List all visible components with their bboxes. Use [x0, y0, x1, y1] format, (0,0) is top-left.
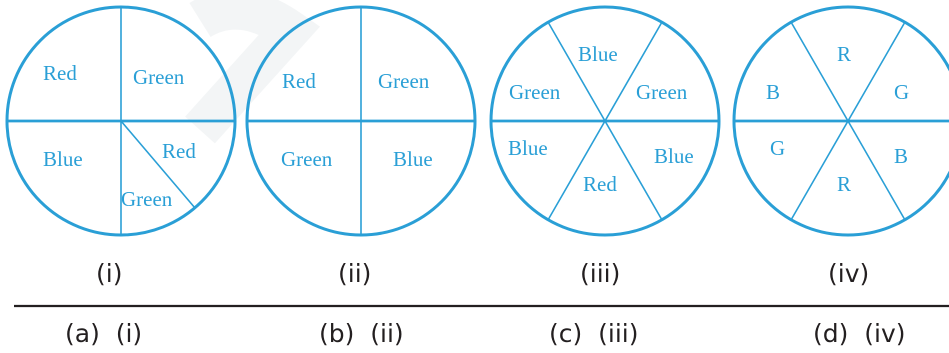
option-b[interactable]: (b) (ii) — [319, 319, 404, 348]
spinner-i-label-3: Blue — [43, 147, 83, 171]
spinner-i-diagonal-divider — [120, 120, 196, 209]
spinner-iii-label-2: Green — [509, 80, 561, 104]
caption-i: (i) — [96, 259, 122, 288]
spinner-iv-label-2: B — [766, 80, 780, 104]
spinner-iii-label-1: Blue — [578, 42, 618, 66]
spinner-ii-label-4: Blue — [393, 147, 433, 171]
spinner-captions: (i) (ii) (iii) (iv) — [96, 259, 869, 288]
spinner-ii-label-3: Green — [281, 147, 333, 171]
spinner-iv: R B G G B R — [732, 5, 949, 237]
spinner-iv-label-1: R — [837, 42, 851, 66]
answer-options: (a) (i) (b) (ii) (c) (iii) (d) (iv) — [65, 319, 906, 348]
spinner-ii-label-2: Green — [378, 69, 430, 93]
spinner-iii: Blue Green Green Blue Blue Red — [489, 5, 721, 237]
spinner-iv-label-3: G — [894, 80, 909, 104]
spinner-i-label-5: Green — [121, 187, 173, 211]
spinner-iv-label-4: G — [770, 136, 785, 160]
caption-iv: (iv) — [828, 259, 869, 288]
spinner-ii-label-1: Red — [282, 69, 316, 93]
option-d[interactable]: (d) (iv) — [813, 319, 906, 348]
spinner-iv-label-6: R — [837, 172, 851, 196]
spinner-i-label-4: Red — [162, 139, 196, 163]
spinner-ii: Red Green Green Blue — [245, 5, 477, 237]
spinner-iii-diagonal-divider-b — [547, 21, 663, 221]
watermark — [185, 0, 320, 144]
spinner-iv-diagonal-divider-b — [790, 21, 906, 221]
caption-iii: (iii) — [580, 259, 620, 288]
spinner-iv-label-5: B — [894, 144, 908, 168]
spinner-iii-label-6: Red — [583, 172, 617, 196]
spinner-i-label-2: Green — [133, 65, 185, 89]
spinner-iii-label-3: Green — [636, 80, 688, 104]
option-a[interactable]: (a) (i) — [65, 319, 142, 348]
spinner-i-label-1: Red — [43, 61, 77, 85]
spinner-iii-label-4: Blue — [508, 136, 548, 160]
spinner-iii-label-5: Blue — [654, 144, 694, 168]
spinner-i: Red Green Blue Red Green — [5, 5, 237, 237]
option-c[interactable]: (c) (iii) — [549, 319, 639, 348]
caption-ii: (ii) — [338, 259, 371, 288]
